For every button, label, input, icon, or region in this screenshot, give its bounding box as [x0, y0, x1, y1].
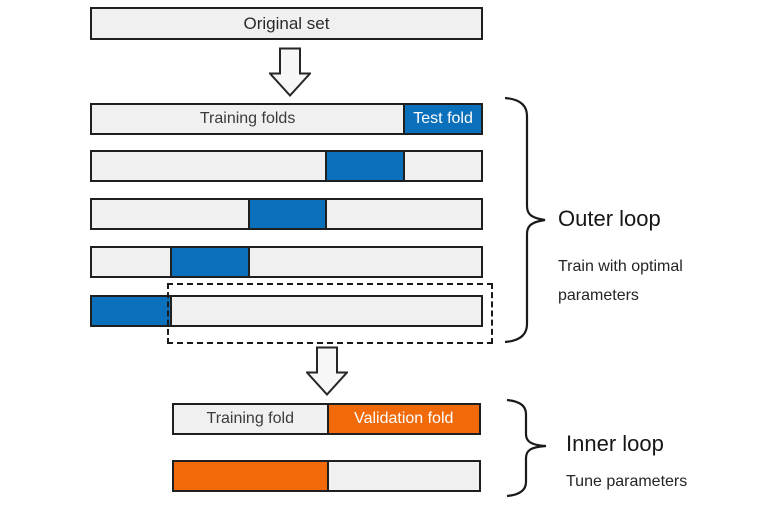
- gray-fold-segment: [247, 248, 481, 276]
- blue-fold-segment: [92, 297, 170, 325]
- blue-fold-segment: [169, 248, 248, 276]
- outer-loop-label: Outer loop: [558, 206, 661, 231]
- outer-fold-row: [90, 150, 483, 182]
- blue-fold-segment: [247, 200, 326, 228]
- down-arrow-icon: [269, 47, 311, 97]
- inner-fold-row: Training fold Validation fold: [172, 403, 481, 435]
- gray-fold-segment: [92, 248, 170, 276]
- blue-fold-segment: Test fold: [403, 105, 481, 133]
- fold-label: Validation fold: [354, 410, 454, 427]
- down-arrow-icon: [306, 346, 348, 396]
- outer-fold-row: [90, 246, 483, 278]
- outer-fold-row: [90, 198, 483, 230]
- inner-loop-label: Inner loop: [566, 431, 664, 456]
- gray-fold-segment: [403, 152, 481, 180]
- gray-fold-segment: [326, 462, 479, 490]
- outer-loop-brace: [504, 96, 546, 344]
- blue-fold-segment: [325, 152, 404, 180]
- gray-fold-segment: [169, 297, 481, 325]
- gray-fold-segment: Training folds: [92, 105, 404, 133]
- inner-loop-sublabel: Tune parameters: [566, 473, 688, 490]
- outer-loop-sublabel: Train with optimal parameters: [558, 258, 683, 304]
- fold-label: Training folds: [199, 110, 296, 127]
- fold-label: Test fold: [413, 110, 473, 127]
- selected-training-outline: [167, 283, 493, 344]
- gray-fold-segment: [325, 200, 481, 228]
- orange-fold-segment: [174, 462, 327, 490]
- outer-fold-row: [90, 295, 483, 327]
- orange-fold-segment: Validation fold: [326, 405, 479, 433]
- gray-fold-segment: [92, 152, 326, 180]
- original-set-label: Original set: [243, 13, 330, 33]
- outer-fold-row: Training folds Test fold: [90, 103, 483, 135]
- inner-loop-brace: [506, 398, 547, 498]
- gray-fold-segment: Training fold: [174, 405, 327, 433]
- original-set-box: Original set: [90, 7, 483, 40]
- inner-fold-row: [172, 460, 481, 492]
- fold-label: Training fold: [206, 410, 294, 427]
- gray-fold-segment: [92, 200, 248, 228]
